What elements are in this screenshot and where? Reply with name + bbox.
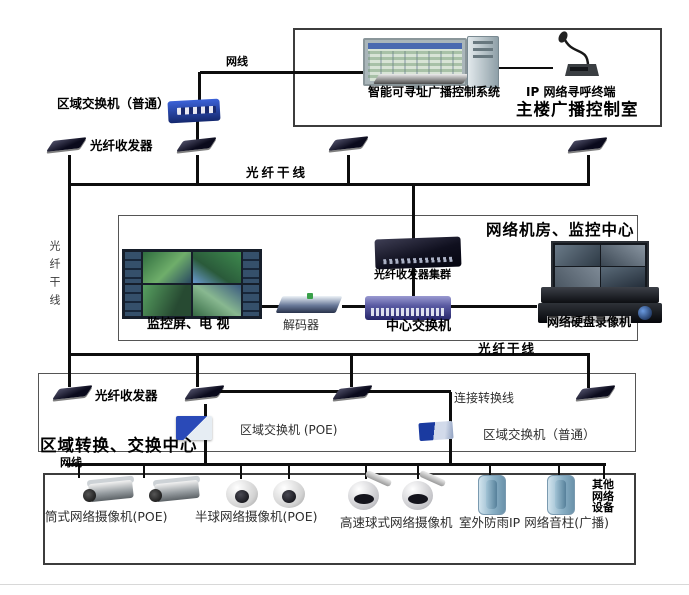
fiber-transceiver-device-4 [567, 137, 608, 155]
core-to-nvr-line [449, 305, 537, 308]
camera-bus-line [66, 463, 606, 466]
fiber-trunk-label-1: 光纤干线 [246, 165, 309, 180]
nvr-monitor [551, 241, 649, 291]
fiber-trunk-line-1 [68, 183, 590, 186]
pc-monitor-stand [408, 84, 422, 89]
camera-lens-icon [149, 489, 162, 502]
poe-to-bus-line [204, 439, 207, 465]
area-switch-device [167, 98, 221, 124]
camera-lens-icon [354, 494, 374, 504]
video-wall-label: 监控屏、电 视 [147, 317, 230, 332]
bus-drop-7 [489, 463, 491, 476]
link-conversion-line [210, 390, 451, 393]
decoder-device [275, 292, 343, 318]
transceiver2-stub [196, 155, 199, 186]
video-wall [122, 249, 262, 319]
dome-camera-label: 半球网络摄像机(POE) [195, 509, 318, 524]
speed-dome-camera-1 [346, 469, 394, 512]
pc-to-paging-line [497, 67, 553, 69]
page-edge-line [0, 584, 689, 585]
speed-dome-label: 高速球式网络摄像机 [340, 515, 453, 530]
exchange-center-title: 区域转换、交换中心 [40, 436, 198, 455]
transceiver-to-poe-line [204, 404, 207, 418]
camera-lens-icon [83, 489, 96, 502]
poe-switch-label: 区域交换机 (POE) [240, 423, 338, 437]
cable-label-top: 网线 [226, 55, 248, 68]
normal-switch-label: 区域交换机（普通） [483, 427, 596, 442]
dome-camera-2 [270, 478, 308, 509]
core-switch-device [365, 296, 451, 320]
wall-to-decoder-line [260, 305, 280, 308]
cluster-to-core-switch-line [412, 268, 415, 298]
camera-lens-icon [235, 490, 249, 503]
monitor-center-title: 网络机房、监控中心 [486, 221, 635, 239]
decoder-to-core-line [342, 305, 368, 308]
link-line-down-to-switch [449, 392, 452, 424]
fiber-transceiver-device-8 [575, 385, 616, 403]
bullet-camera-1 [82, 475, 136, 508]
bullet-camera-label: 筒式网络摄像机(POE) [45, 509, 168, 524]
camera-lens-icon [282, 490, 296, 503]
network-speaker-1 [478, 475, 506, 515]
bus-drop-4 [288, 463, 290, 479]
switch-ports-icon [176, 105, 217, 115]
pc-keyboard [372, 74, 470, 84]
broadcast-room-title: 主楼广播控制室 [516, 100, 639, 119]
transceiver4-stub [587, 155, 590, 185]
cable-line-down [198, 72, 201, 102]
bus-drop-1 [78, 463, 80, 478]
fiber-cluster-device [374, 236, 462, 270]
fiber-transceiver-device-5 [52, 385, 93, 403]
cable-line-to-broadcast-room [200, 71, 366, 74]
trunk2-stub-3 [350, 355, 353, 387]
switch-to-bus-line [449, 439, 452, 465]
trunk2-stub-2 [196, 355, 199, 387]
transceiver3-stub [347, 155, 350, 185]
decoder-label: 解码器 [283, 318, 320, 332]
fiber-transceiver-device-6 [184, 385, 225, 403]
area-switch-label: 区域交换机（普通） [57, 96, 170, 111]
pc-label: 智能可寻址广播控制系统 [368, 85, 501, 99]
bus-drop-2 [143, 463, 145, 478]
cable-label-lower: 网线 [60, 456, 82, 469]
fiber-transceiver-device-7 [332, 385, 373, 403]
fiber-transceiver-device-1 [46, 137, 87, 155]
fiber-transceiver-device-3 [328, 136, 369, 154]
speed-dome-camera-2 [400, 469, 448, 512]
network-speaker-2 [547, 475, 575, 515]
fiber-trunk-label-2: 光纤干线 [478, 341, 537, 356]
exchange-center-box [38, 373, 636, 452]
switch-to-transceiver-line [196, 120, 199, 141]
bus-drop-9 [603, 463, 605, 479]
fiber-transceiver-label-top: 光纤收发器 [90, 138, 153, 153]
pc-tower [467, 36, 499, 88]
bullet-camera-2 [148, 475, 202, 508]
nvr-recorder-1 [541, 287, 659, 303]
fiber-trunk-line-2 [68, 353, 590, 356]
left-fiber-trunk-vertical [68, 155, 71, 387]
recorder-lens-icon [638, 306, 652, 320]
link-line-label: 连接转换线 [454, 391, 515, 405]
fiber-trunk-vertical-label: 光纤干线 [48, 240, 61, 312]
fiber-transceiver-device-2 [176, 137, 217, 155]
poe-switch-device [176, 416, 212, 440]
trunk-to-cluster-line [412, 184, 415, 240]
camera-lens-icon [408, 494, 428, 504]
bus-drop-8 [558, 463, 560, 476]
paging-microphone-icon [558, 31, 599, 76]
fiber-cluster-label: 光纤收发器集群 [374, 268, 451, 281]
trunk2-bend-down [587, 354, 590, 388]
fiber-transceiver-label-lower: 光纤收发器 [95, 388, 158, 403]
other-devices-label: 其他网络设备 [592, 478, 614, 515]
broadcast-room-box [293, 28, 662, 127]
normal-switch-device [418, 420, 454, 442]
core-switch-label: 中心交换机 [386, 319, 452, 334]
nvr-label: 网络硬盘录像机 [547, 315, 632, 330]
dome-camera-1 [223, 478, 261, 509]
bus-drop-3 [240, 463, 242, 479]
speaker-label: 室外防雨IP 网络音柱(广播) [459, 515, 609, 530]
terminal-devices-box [43, 473, 636, 565]
paging-terminal-label: IP 网络寻呼终端 [526, 85, 616, 99]
bus-drop-6 [417, 463, 419, 479]
